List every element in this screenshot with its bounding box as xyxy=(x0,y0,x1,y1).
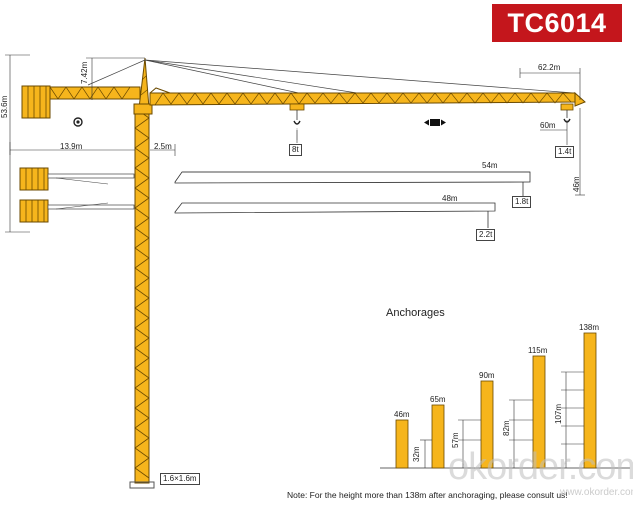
offset-label: 2.5m xyxy=(154,142,172,151)
jib-54-label: 54m xyxy=(482,161,498,170)
footnote: Note: For the height more than 138m afte… xyxy=(287,490,568,500)
max-load-label: 8t xyxy=(289,144,302,156)
anchorage-bar-90 xyxy=(480,380,494,469)
tip-load-label: 1.4t xyxy=(555,146,575,158)
load-54-label: 1.8t xyxy=(512,196,532,208)
anchorage-chart xyxy=(380,332,630,469)
anchorage-bar-115 xyxy=(532,355,546,469)
base-size-label: 1.6×1.6m xyxy=(160,473,200,485)
anchorage-height-115: 115m xyxy=(528,346,548,355)
anchorage-span-82: 82m xyxy=(502,420,511,436)
hook-height-label: 46m xyxy=(572,176,581,192)
head-height-label: 7.42m xyxy=(80,61,89,84)
anchorage-span-107: 107m xyxy=(554,403,563,424)
watermark-url: www.okorder.com xyxy=(560,487,633,498)
counter-jib xyxy=(21,85,141,127)
anchorage-height-46: 46m xyxy=(394,410,410,419)
tower-head xyxy=(133,57,153,115)
jib-total-label: 62.2m xyxy=(538,63,561,72)
anchorage-height-90: 90m xyxy=(479,371,495,380)
anchorage-height-65: 65m xyxy=(430,395,446,404)
counterweight-variant-1 xyxy=(19,167,135,191)
jib-48-label: 48m xyxy=(442,194,458,203)
anchorage-bar-46 xyxy=(395,419,409,469)
jib-config-54m xyxy=(174,171,531,196)
main-jib xyxy=(149,87,586,107)
model-title: TC6014 xyxy=(492,4,622,42)
counterweight-variant-2 xyxy=(19,199,135,223)
anchorage-bar-65 xyxy=(431,404,445,469)
tower-mast xyxy=(129,107,155,489)
jib-60-label: 60m xyxy=(540,121,556,130)
trolley-arrow-icon xyxy=(424,119,446,126)
load-48-label: 2.2t xyxy=(476,229,496,241)
trolley-hook-tip xyxy=(560,103,574,123)
left-height-label: 53.6m xyxy=(0,95,9,118)
dimension-lines xyxy=(5,54,585,233)
anchorage-height-138: 138m xyxy=(579,323,600,332)
tie-bars xyxy=(87,59,575,96)
watermark: okorder.com xyxy=(448,446,633,488)
anchorages-title: Anchorages xyxy=(386,307,445,319)
jib-config-48m xyxy=(174,202,496,228)
anchorage-span-32: 32m xyxy=(412,446,421,462)
counter-jib-label: 13.9m xyxy=(60,142,83,151)
anchorage-bar-138 xyxy=(583,332,597,469)
